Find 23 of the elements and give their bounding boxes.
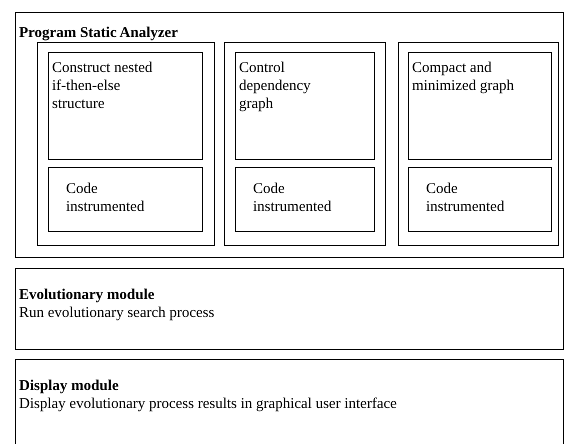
analyzer-panel: [15, 12, 564, 258]
step-box: [48, 52, 203, 160]
step-box: [408, 167, 552, 232]
step-box: [235, 167, 375, 232]
panel-title: Evolutionary module: [19, 286, 156, 304]
step-text: Code instrumented: [66, 180, 146, 216]
step-box: [235, 52, 375, 160]
column-panel: [398, 42, 558, 246]
panel-title: Display module: [19, 377, 120, 395]
column-panel: [36, 42, 214, 246]
panel-description: Display evolutionary process results in graphical user interface: [19, 395, 398, 413]
step-text: Code instrumented: [253, 180, 332, 216]
module-panel: [15, 359, 564, 444]
panel-description: Run evolutionary search process: [19, 304, 216, 322]
column-panel: [224, 42, 386, 246]
step-box: [48, 167, 203, 232]
panel-title: Program Static Analyzer: [19, 24, 179, 42]
module-panel: [15, 268, 564, 350]
step-box: [408, 52, 552, 160]
step-text: Control dependency graph: [239, 59, 312, 113]
step-text: Compact and minimized graph: [412, 59, 516, 95]
step-text: Code instrumented: [426, 180, 506, 216]
step-text: Construct nested if-then-else structure: [52, 59, 154, 113]
